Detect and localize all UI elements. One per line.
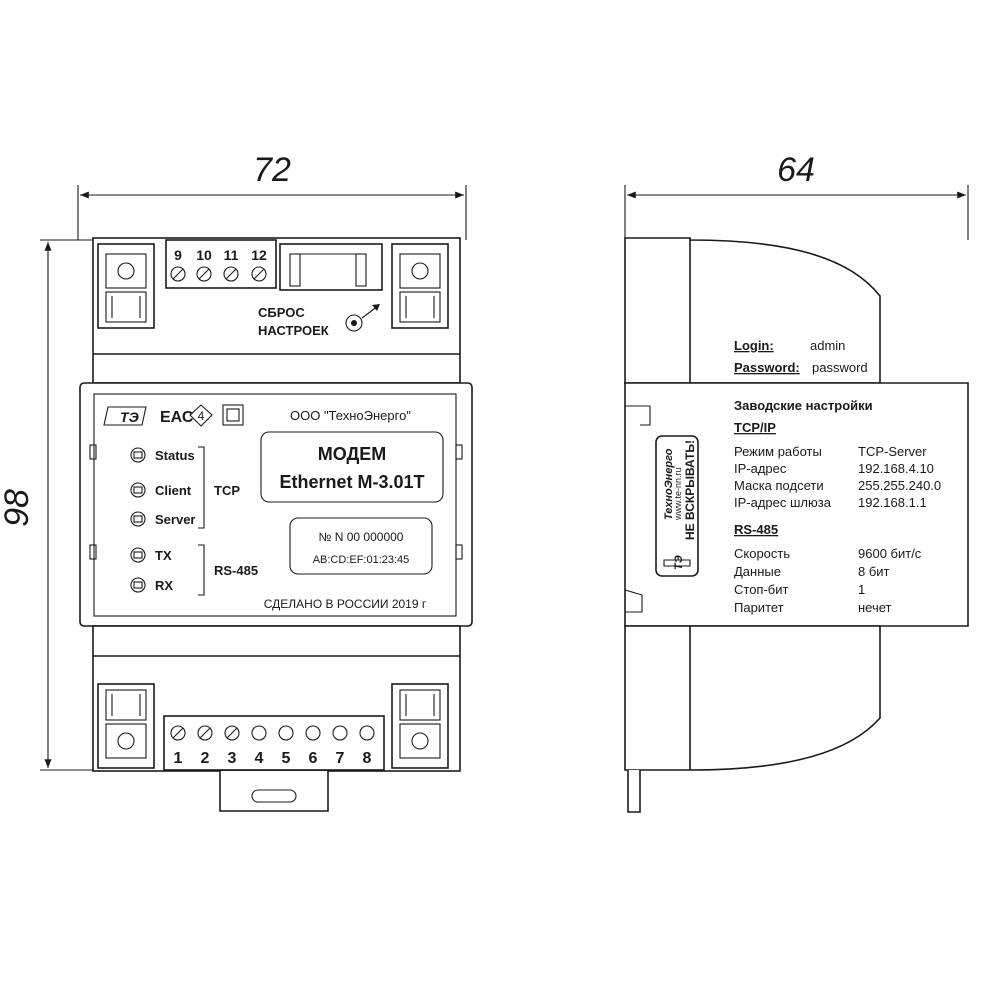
login-label: Login: [734, 338, 774, 353]
te-logo-icon [103, 406, 147, 426]
rs485-title: RS-485 [734, 522, 778, 537]
tcpip-row-label: Маска подсети [734, 478, 824, 493]
led-status-label: Status [155, 448, 195, 463]
tcpip-title: TCP/IP [734, 420, 776, 435]
warranty-seal: ТехноЭнерго www.te-nn.ru НЕ ВСКРЫВАТЬ! Т… [655, 435, 699, 577]
seal-logo-icon [663, 559, 691, 567]
login-value: admin [810, 338, 845, 353]
terminal-9: 9 [174, 247, 182, 263]
din-rail-latch [219, 771, 329, 812]
dimension-64-label: 64 [777, 151, 815, 189]
class-mark-icon [189, 404, 213, 427]
serial-number: № N 00 000000 [319, 530, 404, 544]
front-label [93, 393, 457, 617]
tcpip-row-value: TCP-Server [858, 444, 927, 459]
bottom-left-terminal [97, 683, 155, 769]
terminal-7: 7 [336, 750, 345, 767]
led-server: Server [130, 511, 195, 527]
rs485-row-label: Скорость [734, 546, 790, 561]
serial-box [289, 517, 433, 575]
led-rx: RX [130, 577, 173, 593]
rs485-row-value: нечет [858, 600, 892, 615]
made-in-russia: СДЕЛАНО В РОССИИ 2019 г [264, 597, 427, 611]
terminal-8: 8 [363, 750, 372, 767]
side-upper-body [624, 237, 881, 384]
terminal-1: 1 [174, 750, 183, 767]
top-terminal-screws [170, 266, 267, 282]
eac-mark: ЕАС [160, 409, 194, 426]
group-tcp-label: TCP [214, 483, 240, 498]
tcpip-row-value: 192.168.1.1 [858, 495, 927, 510]
dimension-side-width: 64 [624, 151, 969, 240]
reset-label-line2: НАСТРОЕК [258, 323, 329, 338]
mac-address: AB:CD:EF:01:23:45 [313, 554, 410, 566]
tcp-bracket [198, 446, 205, 529]
logo-text: ТЭ [120, 409, 139, 425]
password-label: Password: [734, 360, 800, 375]
top-left-terminal [97, 243, 155, 329]
led-status: Status [130, 447, 195, 463]
dimension-98-label: 98 [0, 489, 36, 527]
bottom-terminal-strip [163, 715, 385, 771]
rs485-row-label: Данные [734, 564, 781, 579]
bottom-right-terminal [391, 683, 449, 769]
terminal-2: 2 [201, 750, 210, 767]
seal-warning: НЕ ВСКРЫВАТЬ! [683, 440, 697, 540]
terminal-5: 5 [282, 750, 291, 767]
front-panel [79, 382, 473, 627]
rs485-row-label: Стоп-бит [734, 582, 789, 597]
ethernet-port [279, 243, 383, 291]
rs485-row-value: 8 бит [858, 564, 890, 579]
rs485-row-value: 9600 бит/с [858, 546, 922, 561]
rs485-bracket [198, 544, 205, 596]
password-value: password [812, 360, 868, 375]
side-label-section [624, 382, 969, 627]
double-insulation-icon [222, 404, 244, 426]
tcpip-row-value: 192.168.4.10 [858, 461, 934, 476]
side-view: Login: admin Password: password ТехноЭне… [624, 237, 969, 813]
rs485-row-value: 1 [858, 582, 865, 597]
led-client: Client [130, 482, 192, 498]
terminal-3: 3 [228, 750, 237, 767]
led-rx-label: RX [155, 578, 173, 593]
terminal-12: 12 [251, 247, 267, 263]
led-tx: TX [130, 547, 172, 563]
seal-logo: ТЭ [673, 555, 685, 570]
side-lower-body [624, 625, 881, 771]
terminal-4: 4 [255, 750, 264, 767]
reset-label-line1: СБРОС [258, 305, 305, 320]
front-view: 9 10 11 12 СБРОС НАСТРОЕК ТЭ ЕАС [79, 237, 473, 812]
dimension-height: 98 [0, 239, 95, 771]
class-mark-number: 4 [198, 409, 205, 423]
reset-button-icon[interactable] [345, 304, 380, 332]
factory-title: Заводские настройки [734, 398, 873, 413]
led-client-label: Client [155, 483, 192, 498]
terminal-10: 10 [196, 247, 212, 263]
model-line1: МОДЕМ [318, 444, 387, 464]
group-rs485-label: RS-485 [214, 563, 258, 578]
side-clip-top [625, 405, 651, 426]
model-line2: Ethernet М-3.01Т [279, 472, 424, 492]
led-server-label: Server [155, 512, 195, 527]
seal-brand: ТехноЭнерго [663, 448, 675, 520]
model-box [260, 431, 444, 503]
tcpip-row-label: IP-адрес [734, 461, 787, 476]
terminal-6: 6 [309, 750, 318, 767]
tcpip-row-label: IP-адрес шлюза [734, 495, 832, 510]
led-tx-label: TX [155, 548, 172, 563]
company-name: ООО "ТехноЭнерго" [290, 408, 411, 423]
tcpip-row-value: 255.255.240.0 [858, 478, 941, 493]
dimension-front-width: 72 [77, 151, 467, 240]
terminal-11: 11 [224, 247, 239, 263]
side-clip-bottom [624, 589, 643, 613]
top-terminal-strip [165, 239, 277, 289]
top-right-terminal [391, 243, 449, 329]
bottom-terminal-screws [170, 725, 375, 741]
tcpip-row-label: Режим работы [734, 444, 822, 459]
dimension-72-label: 72 [253, 151, 291, 189]
rs485-row-label: Паритет [734, 600, 784, 615]
seal-site: www.te-nn.ru [673, 467, 683, 521]
side-latch [627, 770, 641, 813]
